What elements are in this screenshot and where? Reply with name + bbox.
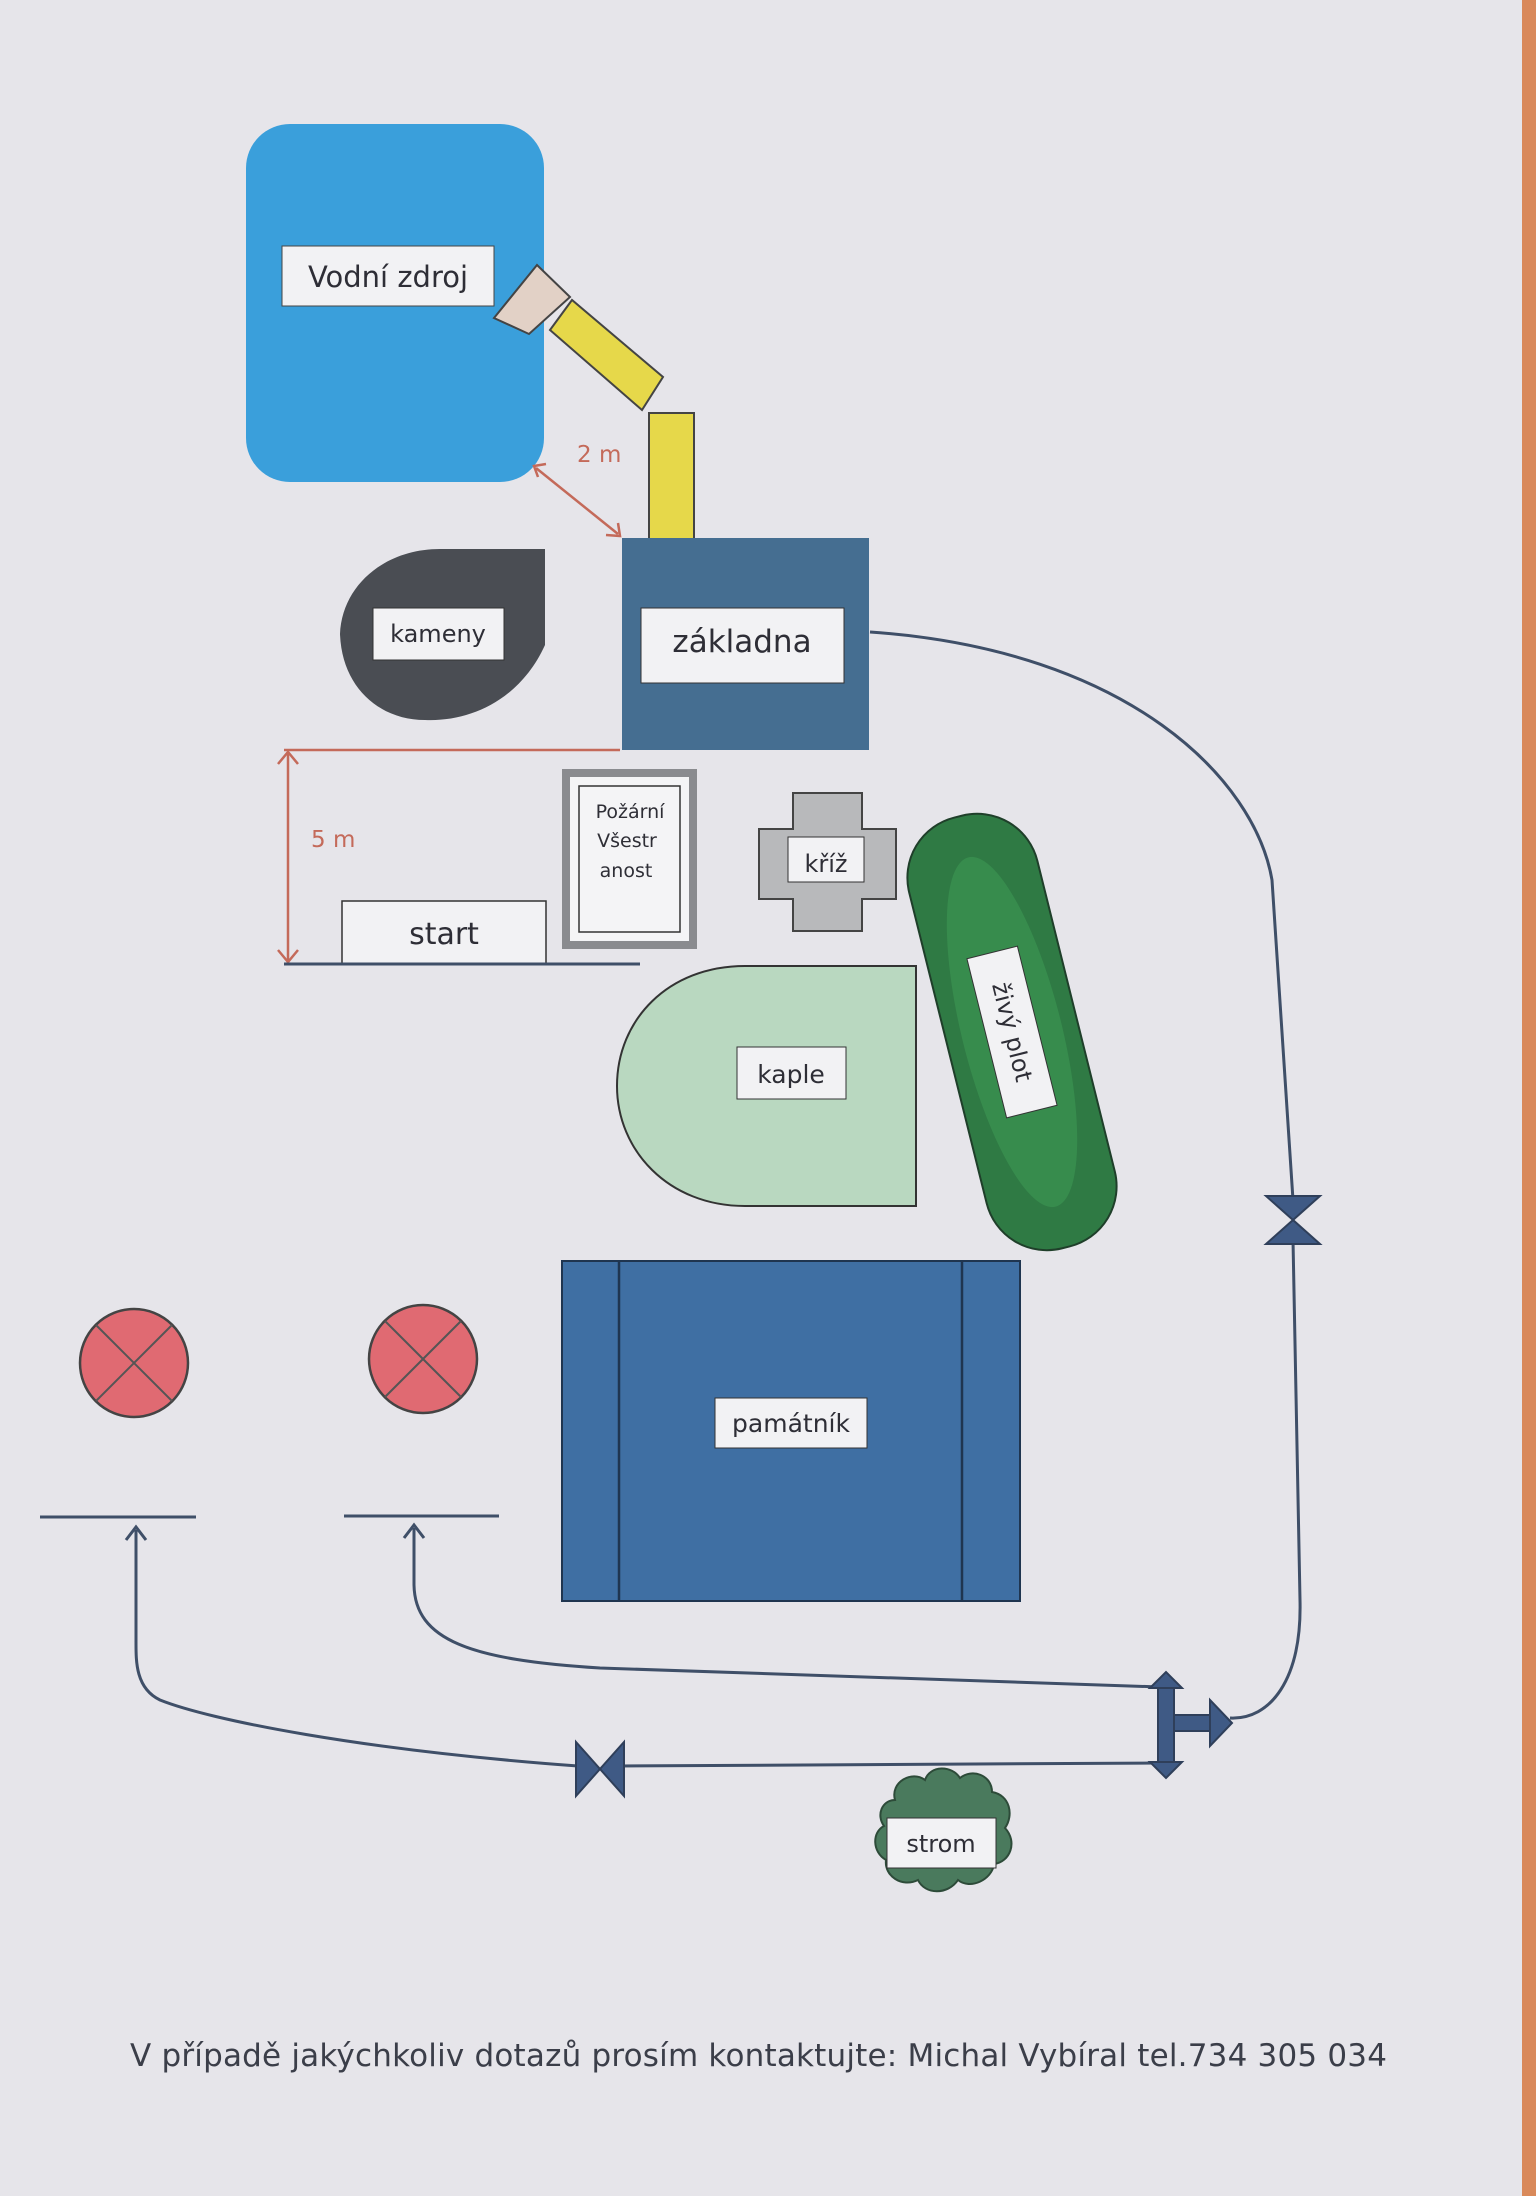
start-label-box [341,900,547,965]
measure-5m-arrow-bottom [277,949,299,964]
arrow-right-target [402,1522,426,1539]
measure-2m-arrow-b [605,522,622,538]
measure-2m-arrow-a [532,462,547,478]
chapel: kaple [615,965,917,1207]
fire-versatility-frame [562,769,697,949]
paper-edge [1522,0,1536,2196]
valve-main [1263,1195,1323,1245]
hose-segment-vertical [648,412,695,542]
memorial: památník [561,1260,1021,1602]
water-source: Vodní zdroj [246,124,544,482]
stones: kameny [340,549,545,721]
water-source-label: Vodní zdroj [308,260,468,294]
tree: strom [874,1767,1013,1893]
valve-icon [575,1739,602,1799]
hedge: živý plot [906,812,1118,1252]
memorial-label-box [714,1397,868,1449]
target-right [344,1303,499,1518]
hose-line-right-target [412,1528,1161,1689]
base-label-box [640,607,845,684]
measure-5m-label: 5 m [311,827,355,853]
distributor-top-cap [1147,1670,1185,1689]
distributor-inlet [1173,1714,1215,1732]
hose-lines [134,630,1302,1768]
base: základna [622,538,869,750]
memorial-label: památník [732,1409,850,1438]
valve-bottom [575,1739,625,1799]
sieve-shape [492,263,572,336]
start: start [284,900,640,966]
target-left [40,1307,196,1519]
measure-5m: 5 m [277,748,620,964]
measure-2m-label: 2 m [577,442,621,468]
base-label: základna [672,624,811,660]
main-hose-upper [869,630,1295,1201]
contact-footer: V případě jakýchkoliv dotazů prosím kont… [130,2038,1388,2074]
valve-icon-lower [1263,1218,1323,1245]
distributor-icon [1157,1681,1175,1769]
cross: kříž [758,792,897,932]
hose-line-left-target [134,1530,579,1768]
hose-line-bottom [617,1761,1161,1768]
valve-icon-right [598,1739,625,1799]
measure-5m-arrow-top [277,750,299,765]
chapel-label: kaple [757,1060,825,1089]
distributor-bottom-cap [1147,1761,1185,1780]
hose-segment-diagonal [548,298,665,412]
fire-versatility: Požární Všestr anost [562,769,697,949]
fire-versatility-label-line3: anost [600,860,653,882]
measure-2m-line [535,467,619,535]
cross-label-box [787,836,865,883]
measure-2m: 2 m [532,442,622,538]
fire-versatility-label-line1: Požární [596,801,666,823]
distributor-inlet-cap [1209,1697,1234,1749]
tree-label: strom [906,1830,975,1858]
suction-hose [492,263,695,542]
stones-label-box [372,607,505,661]
valve-icon [1263,1195,1323,1222]
chapel-label-box [736,1046,847,1100]
target-cross-line-b [95,1324,173,1402]
stones-label: kameny [390,620,486,648]
fire-versatility-label-line2: Všestr [597,830,657,852]
arrow-left-target [124,1524,148,1541]
distributor [1147,1670,1234,1780]
water-source-label-box [281,245,495,307]
tree-label-box [886,1817,997,1869]
fire-versatility-inner [578,785,681,933]
cross-label: kříž [804,850,847,878]
main-hose-lower [1229,1239,1302,1720]
start-label: start [409,917,479,952]
target-cross-line-b [384,1320,462,1398]
hedge-label-box [966,945,1058,1119]
